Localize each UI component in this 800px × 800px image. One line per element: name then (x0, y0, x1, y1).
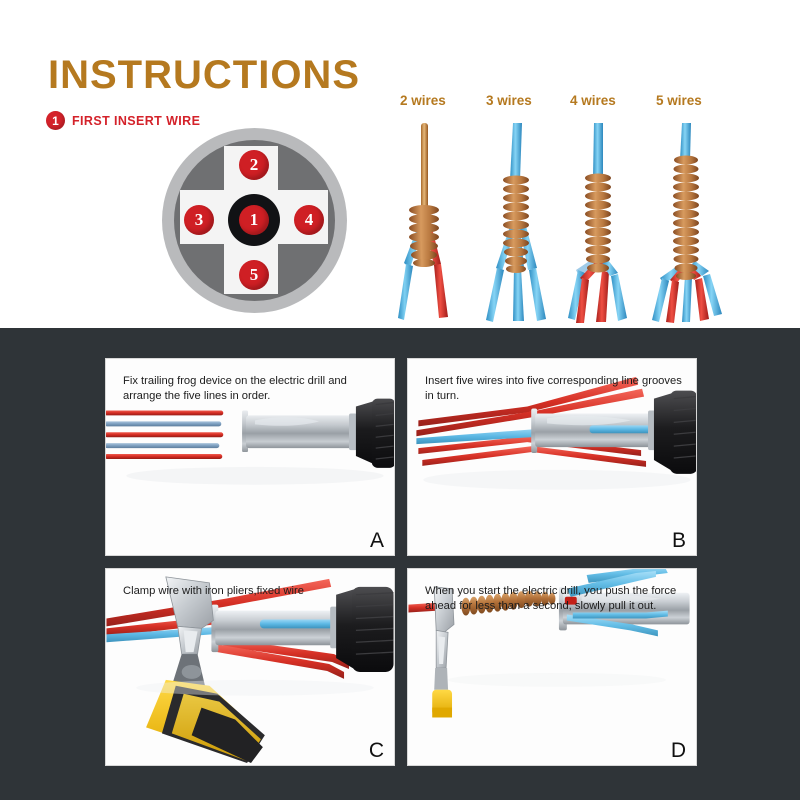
wire-label-4-wires: 4 wires (570, 93, 616, 108)
step-heading-label: FIRST INSERT WIRE (72, 113, 201, 128)
wires-and-drill-device-illustration (106, 359, 394, 555)
connector-slot-1: 1 (239, 205, 269, 235)
wire-label-3-wires: 3 wires (486, 93, 532, 108)
step-a-text: Fix trailing frog device on the electric… (123, 375, 347, 403)
pliers-clamping-wire-illustration (106, 569, 394, 765)
wire-example-figures (396, 118, 736, 323)
step-panel-a: Fix trailing frog device on the electric… (105, 358, 395, 556)
connector-slot-2: 2 (239, 150, 269, 180)
wire-count-labels: 2 wires 3 wires 4 wires 5 wires (398, 93, 728, 113)
step-b-text: Insert five wires into five correspondin… (425, 375, 682, 403)
step-panel-b: Insert five wires into five correspondin… (407, 358, 697, 556)
step-b-letter: B (671, 529, 686, 552)
steps-section: Fix trailing frog device on the electric… (0, 328, 800, 800)
step-panel-d: When you start the electric drill, you p… (407, 568, 697, 766)
top-section: INSTRUCTIONS 1 FIRST INSERT WIRE 1 2 3 4… (0, 0, 800, 328)
step-a-letter: A (369, 529, 384, 552)
connector-diagram: 1 2 3 4 5 (162, 128, 347, 313)
step-d-letter: D (670, 739, 686, 762)
step-panel-c: Clamp wire with iron pliers,fixed wire C (105, 568, 395, 766)
connector-slot-4: 4 (294, 205, 324, 235)
connector-slot-3: 3 (184, 205, 214, 235)
connector-slot-5: 5 (239, 260, 269, 290)
step-number-badge: 1 (46, 111, 65, 130)
twisted-pair-3-wires-illustration (486, 123, 546, 322)
wire-label-5-wires: 5 wires (656, 93, 702, 108)
page-title: INSTRUCTIONS (48, 53, 360, 97)
twisted-wire-result-illustration (408, 569, 696, 765)
step-d-text: When you start the electric drill, you p… (425, 585, 677, 613)
steps-grid: Fix trailing frog device on the electric… (105, 358, 697, 766)
step-c-letter: C (368, 739, 384, 762)
wire-label-2-wires: 2 wires (400, 93, 446, 108)
twisted-pair-2-wires-illustration (398, 123, 448, 320)
step-c-text: Clamp wire with iron pliers,fixed wire (123, 585, 304, 597)
twisted-pair-5-wires-illustration (652, 123, 722, 323)
step-heading: 1 FIRST INSERT WIRE (46, 111, 200, 130)
twisted-pair-4-wires-illustration (568, 123, 627, 323)
wires-inserted-in-grooves-illustration (408, 359, 696, 555)
